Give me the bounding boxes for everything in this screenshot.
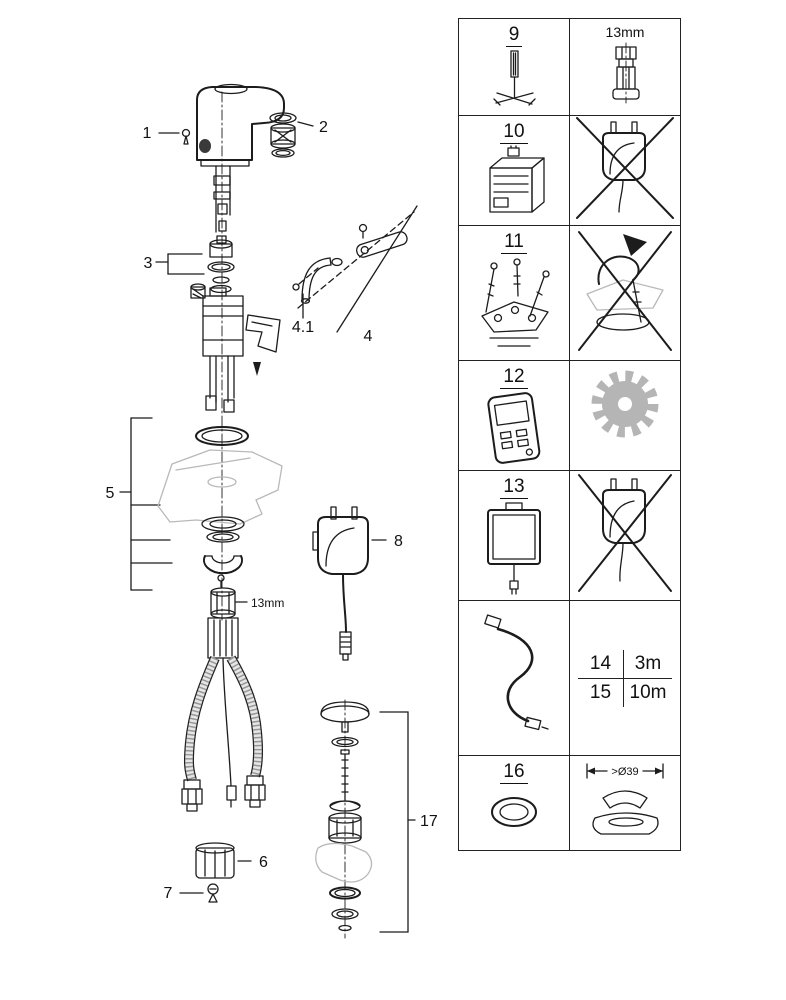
callout-2-leader (297, 121, 314, 127)
part-cell-10: 10 (459, 116, 570, 226)
cable-length-row: 15 10m (578, 677, 672, 707)
callout-17: 17 (420, 813, 438, 830)
part-cell-12: 12 (459, 361, 570, 471)
cross-line (576, 117, 674, 219)
part-label: 13mm (605, 24, 645, 40)
cross-line (578, 231, 672, 351)
faucet-stem (213, 165, 231, 233)
part-cell-11: 11 (459, 226, 570, 361)
callout-13mm: 13mm (251, 596, 284, 610)
callout-6: 6 (259, 854, 268, 871)
cable-length-table: 14 3m 15 10m (578, 649, 672, 707)
callout-17-bracket (379, 711, 416, 933)
c-clip (203, 555, 243, 575)
remote-control-icon (487, 392, 541, 464)
gear-icon (591, 370, 659, 438)
part-cell-cable-lengths: 14 3m 15 10m (570, 601, 681, 756)
hex-nut-13mm (210, 587, 236, 619)
drain-assembly (315, 701, 373, 932)
callout-5-bracket (119, 417, 173, 591)
callout-4-1: 4.1 (292, 319, 314, 336)
callout-2: 2 (319, 119, 328, 136)
part-number: 9 (505, 24, 523, 47)
cable-length-row: 14 3m (578, 649, 672, 678)
mounting-clip (245, 314, 281, 353)
part-cell-13mm-socket: 13mm (570, 19, 681, 116)
part-number: 10 (500, 121, 528, 144)
cable-length-value: 10m (624, 677, 672, 707)
o-ring-icon (491, 796, 537, 827)
power-adapter-crossed-icon (578, 474, 672, 592)
battery-box-icon (489, 145, 545, 213)
faucet-spout (196, 83, 285, 167)
sensor-screw (207, 883, 219, 903)
cross-line (578, 474, 672, 592)
extension-cable-icon (484, 614, 549, 731)
part-cell-install-crossed (570, 226, 681, 361)
socket-13mm-icon (612, 42, 640, 104)
wall-holder-min-diameter-icon: >Ø39 (586, 763, 664, 835)
solenoid-cartridge (207, 235, 235, 294)
part-cell-adapter-crossed-2 (570, 471, 681, 601)
callout-1: 1 (143, 125, 152, 142)
callout-3-leader (155, 253, 205, 275)
aerator-parts (269, 112, 297, 158)
part-number: 14 (578, 649, 624, 678)
exploded-view-drawing: 2 1 3 (106, 83, 438, 939)
part-number: 16 (500, 761, 528, 784)
callout-7: 7 (164, 885, 173, 902)
callout-5: 5 (106, 485, 115, 502)
part-cell-9: 9 (459, 19, 570, 116)
lever-assembly (292, 205, 418, 333)
part-cell-cable (459, 601, 570, 756)
supply-hoses (181, 617, 266, 812)
callout-8: 8 (394, 533, 403, 550)
fixing-screw-1 (181, 128, 191, 145)
part-cell-16: 16 (459, 756, 570, 851)
diameter-label: >Ø39 (611, 766, 638, 778)
spare-parts-table: 9 13mm (458, 18, 681, 851)
mixer-body (190, 283, 244, 413)
callout-4: 4 (364, 328, 373, 345)
part-number: 13 (500, 476, 528, 499)
power-supply (312, 506, 369, 661)
part-number: 12 (500, 366, 528, 389)
control-box-icon (487, 502, 541, 595)
mounting-nut (195, 842, 235, 879)
screw-arrow (253, 362, 261, 376)
escutcheon-set (157, 426, 283, 588)
part-cell-adapter-crossed-1 (570, 116, 681, 226)
basin-ghost (157, 449, 283, 525)
part-cell-gear (570, 361, 681, 471)
cable-length-value: 3m (634, 652, 662, 674)
mounting-set-icon (481, 258, 550, 347)
installation-crossed-icon (578, 231, 672, 351)
service-tool-icon (493, 50, 536, 106)
part-cell-13: 13 (459, 471, 570, 601)
trap-ghost (315, 842, 373, 883)
callout-3: 3 (144, 255, 153, 272)
sensor-window (199, 139, 211, 153)
part-number: 11 (501, 231, 527, 254)
power-adapter-crossed-icon (576, 117, 674, 219)
part-number: 15 (578, 677, 624, 707)
part-cell-wall-holder: >Ø39 (570, 756, 681, 851)
